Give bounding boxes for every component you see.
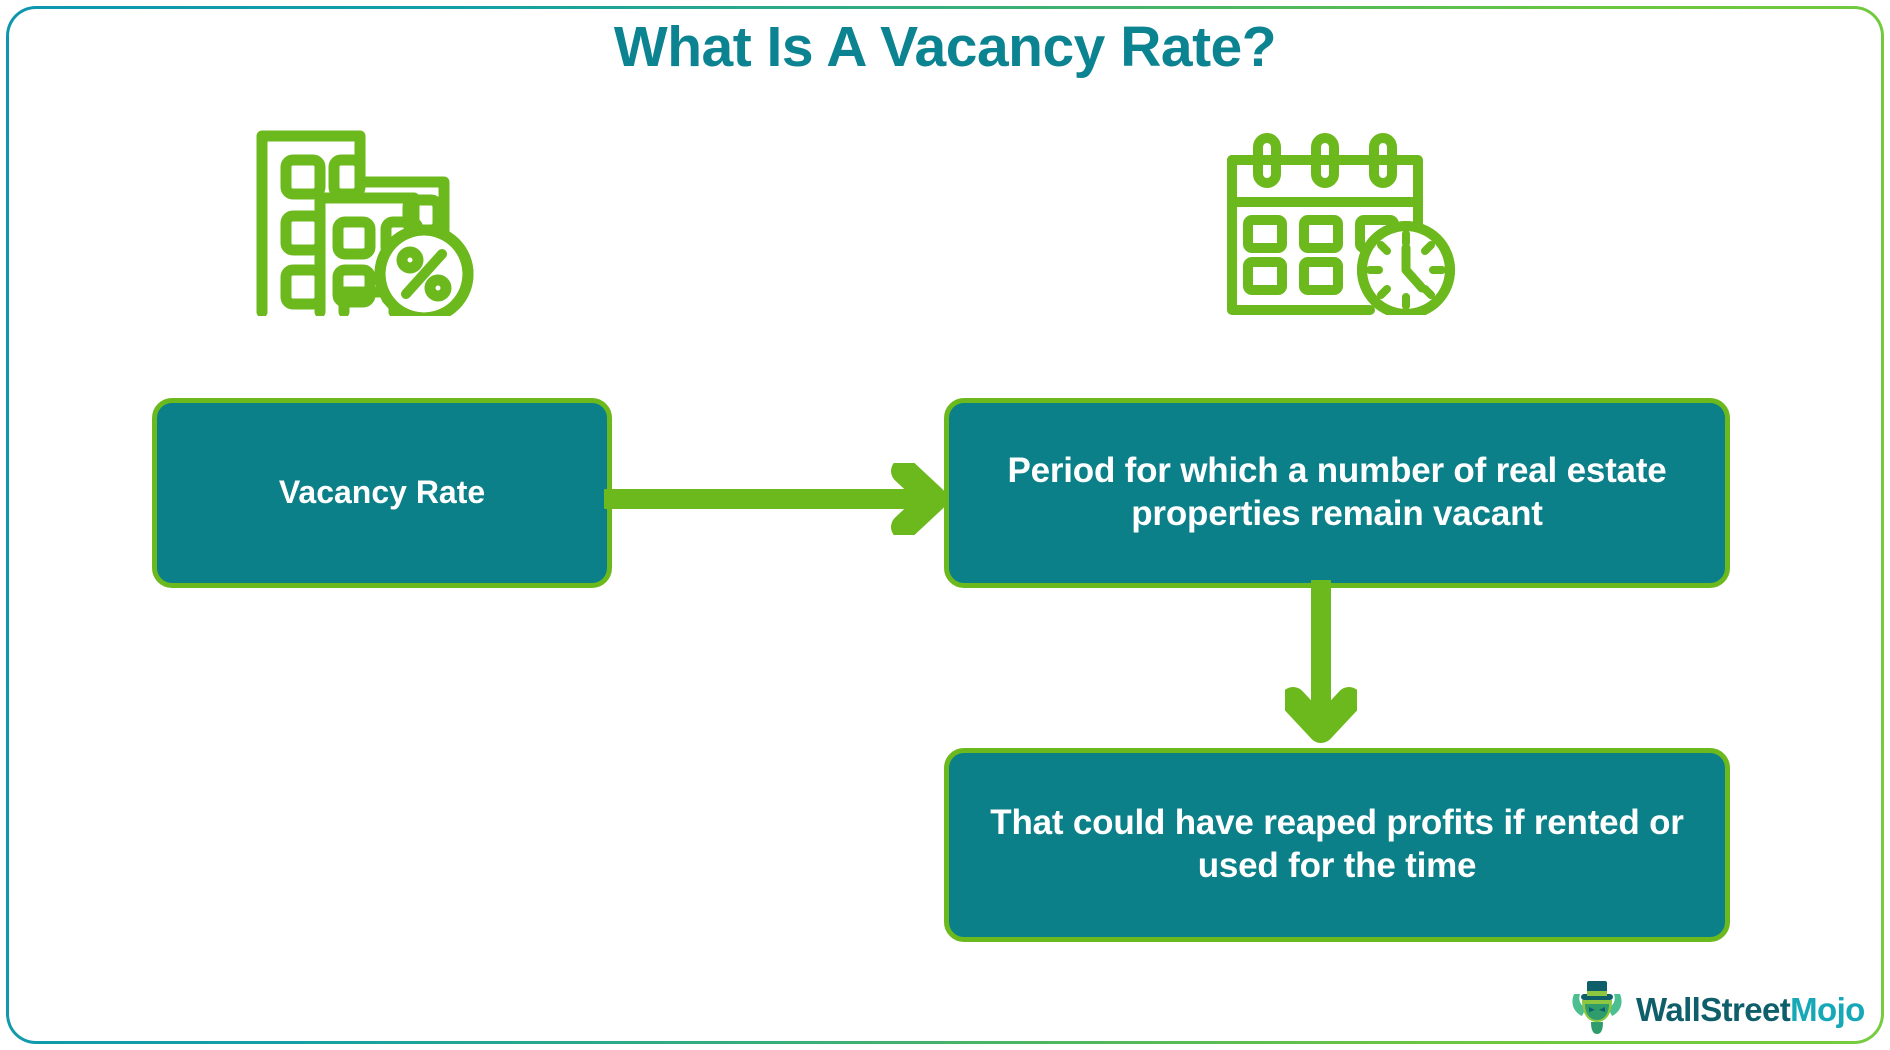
node-period-definition[interactable]: Period for which a number of real estate…: [944, 398, 1730, 588]
logo-wordmark: WallStreetMojo: [1636, 991, 1865, 1029]
bull-with-top-hat-icon: [1568, 978, 1626, 1041]
logo-text-wallstreet: WallStreet: [1636, 990, 1791, 1028]
arrow-down-icon: [1280, 572, 1362, 757]
buildings-percent-icon: [238, 126, 478, 324]
arrow-right-icon: [596, 458, 956, 540]
page-title: What Is A Vacancy Rate?: [613, 15, 1277, 79]
node-vacancy-rate[interactable]: Vacancy Rate: [152, 398, 612, 588]
wallstreetmojo-logo[interactable]: WallStreetMojo: [1568, 978, 1865, 1041]
node-profits-statement[interactable]: That could have reaped profits if rented…: [944, 748, 1730, 942]
calendar-clock-icon: [1220, 130, 1470, 320]
logo-text-mojo: Mojo: [1790, 990, 1865, 1028]
